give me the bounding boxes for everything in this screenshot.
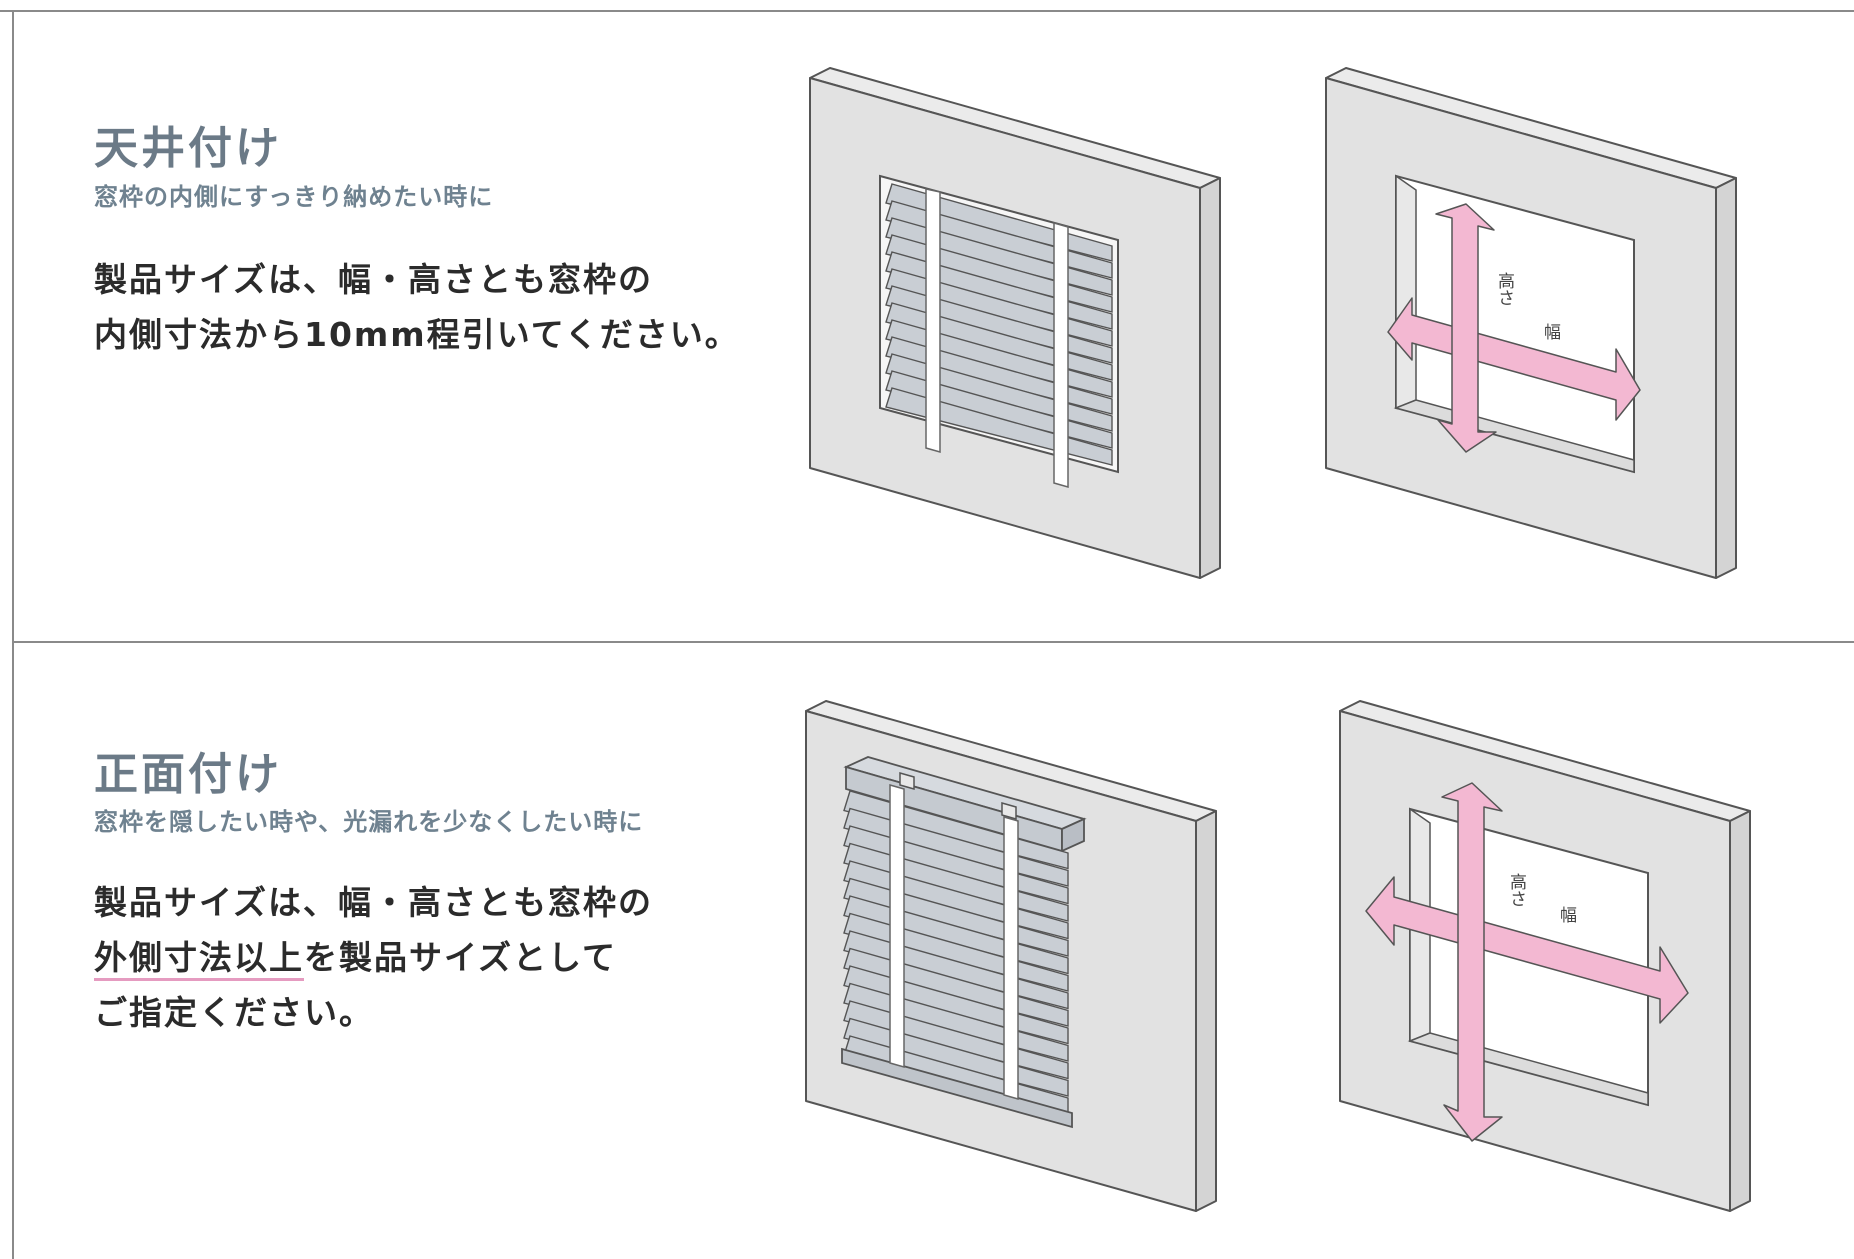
- body-line-rest: を製品サイズとして: [304, 938, 618, 977]
- section-title: 天井付け: [94, 123, 282, 174]
- wall-side-face: [1729, 810, 1751, 1212]
- inside-dimension-illustration: 高さ 幅: [1325, 67, 1737, 579]
- width-label: 幅: [1560, 906, 1577, 926]
- section-subtitle: 窓枠の内側にすっきり納めたい時に: [94, 183, 494, 211]
- bracket: [899, 772, 915, 790]
- outside-dimension-illustration: 高さ 幅: [1339, 700, 1751, 1212]
- section-ceiling-mount: 天井付け 窓枠の内側にすっきり納めたい時に 製品サイズは、幅・高さとも窓枠の 内…: [94, 67, 1737, 579]
- ladder-tape: [1053, 222, 1069, 488]
- left-border: [12, 10, 14, 1259]
- top-border: [0, 10, 1854, 12]
- body-line: 外側寸法以上を製品サイズとして: [94, 930, 653, 985]
- section-body: 製品サイズは、幅・高さとも窓枠の 内側寸法から10mm程引いてください。: [94, 252, 740, 362]
- body-line: 内側寸法から10mm程引いてください。: [94, 315, 740, 354]
- height-arrow: [1435, 203, 1497, 453]
- body-line: ご指定ください。: [94, 993, 374, 1032]
- height-arrow: [1441, 782, 1503, 1142]
- emphasis-underline: 外側寸法以上: [94, 938, 304, 981]
- window-reveal: [1395, 174, 1417, 410]
- wall-side-face: [1195, 810, 1217, 1212]
- wall-side-face: [1199, 177, 1221, 579]
- section-subtitle: 窓枠を隠したい時や、光漏れを少なくしたい時に: [94, 808, 644, 836]
- ladder-tape: [1003, 816, 1019, 1100]
- section-face-mount: 正面付け 窓枠を隠したい時や、光漏れを少なくしたい時に 製品サイズは、幅・高さと…: [0, 643, 1854, 1259]
- height-label: 高さ: [1494, 272, 1514, 306]
- section-body: 製品サイズは、幅・高さとも窓枠の 外側寸法以上を製品サイズとして ご指定ください…: [94, 875, 653, 1040]
- face-mount-blind-illustration: [805, 700, 1217, 1212]
- ladder-tape: [925, 188, 941, 453]
- width-label: 幅: [1544, 323, 1561, 343]
- inside-mount-blind-illustration: [809, 67, 1221, 579]
- body-line: 製品サイズは、幅・高さとも窓枠の: [94, 883, 654, 922]
- head-rail-end: [1061, 817, 1085, 853]
- bottom-rail: [841, 1047, 1073, 1129]
- section-title: 正面付け: [94, 749, 282, 800]
- section-divider: [12, 641, 1854, 643]
- width-arrow: [1365, 876, 1689, 1024]
- body-line: 製品サイズは、幅・高さとも窓枠の: [94, 260, 654, 299]
- wall-side-face: [1715, 177, 1737, 579]
- bracket: [1001, 802, 1017, 820]
- width-arrow: [1387, 297, 1641, 421]
- ladder-tape: [889, 784, 905, 1068]
- height-label: 高さ: [1506, 873, 1526, 907]
